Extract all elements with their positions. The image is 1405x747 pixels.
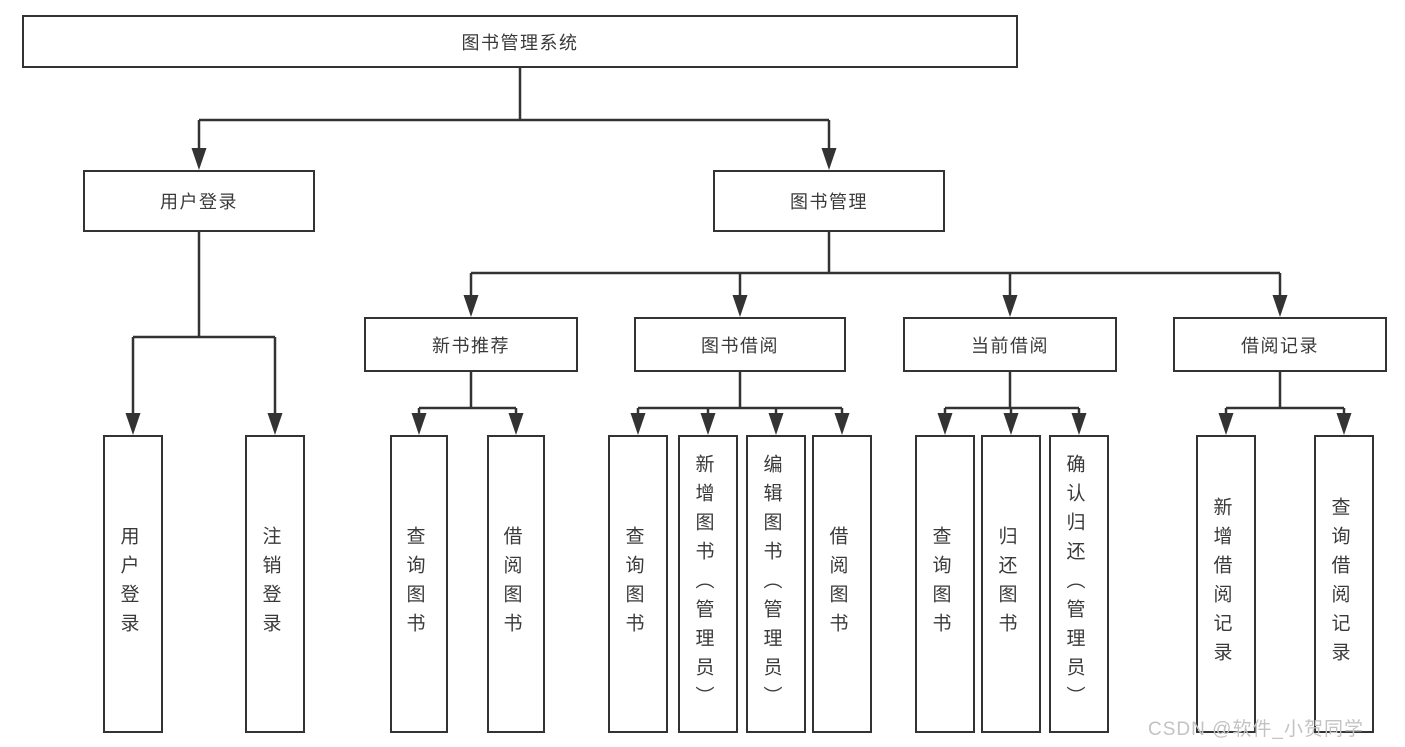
node-leaf-confirm-return-admin: 确认归还（管理员） [1049,435,1109,733]
node-label: 新增借阅记录 [1210,497,1232,671]
node-leaf-logout: 注销登录 [245,435,305,733]
node-leaf-current-query-book: 查询图书 [915,435,975,733]
node-leaf-borrow-query-book: 查询图书 [608,435,668,733]
node-book-borrow: 图书借阅 [634,317,846,372]
node-label: 新增图书（管理员） [692,453,714,715]
arrowheads [125,148,1352,435]
node-leaf-add-book-admin: 新增图书（管理员） [678,435,738,733]
watermark: CSDN @软件_小贺同学 [1148,719,1364,740]
node-leaf-edit-book-admin: 编辑图书（管理员） [746,435,806,733]
node-label: 当前借阅 [971,335,1049,356]
node-label: 注销登录 [259,526,281,642]
node-leaf-user-login: 用户登录 [103,435,163,733]
node-leaf-recommend-borrow-book: 借阅图书 [487,435,545,733]
node-label: 借阅图书 [826,526,848,642]
node-leaf-borrow-borrow-book: 借阅图书 [812,435,872,733]
node-label: 用户登录 [160,192,238,212]
node-borrow-records: 借阅记录 [1173,317,1387,372]
node-label: 新书推荐 [432,335,510,356]
node-label: 归还图书 [995,526,1017,642]
node-new-book-recommend: 新书推荐 [364,317,578,372]
node-label: 图书借阅 [701,335,779,356]
node-label: 查询图书 [929,526,951,642]
node-label: 编辑图书（管理员） [760,453,782,715]
node-library-system: 图书管理系统 [22,15,1018,68]
node-label: 查询借阅记录 [1328,497,1350,671]
node-label: 用户登录 [117,526,139,642]
node-label: 查询图书 [403,526,425,642]
node-leaf-return-book: 归还图书 [981,435,1041,733]
node-label: 图书管理 [790,192,868,212]
node-label: 借阅图书 [500,526,522,642]
node-label: 确认归还（管理员） [1063,453,1085,715]
node-label: 借阅记录 [1241,335,1319,356]
node-label: 图书管理系统 [461,32,579,53]
node-leaf-add-borrow-record: 新增借阅记录 [1196,435,1256,733]
connector-paths [131,68,1346,415]
node-leaf-recommend-query-book: 查询图书 [390,435,448,733]
node-current-borrow: 当前借阅 [903,317,1117,372]
node-leaf-query-borrow-record: 查询借阅记录 [1314,435,1374,733]
node-book-management: 图书管理 [713,170,945,232]
node-label: 查询图书 [622,526,644,642]
node-user-login: 用户登录 [83,170,315,232]
